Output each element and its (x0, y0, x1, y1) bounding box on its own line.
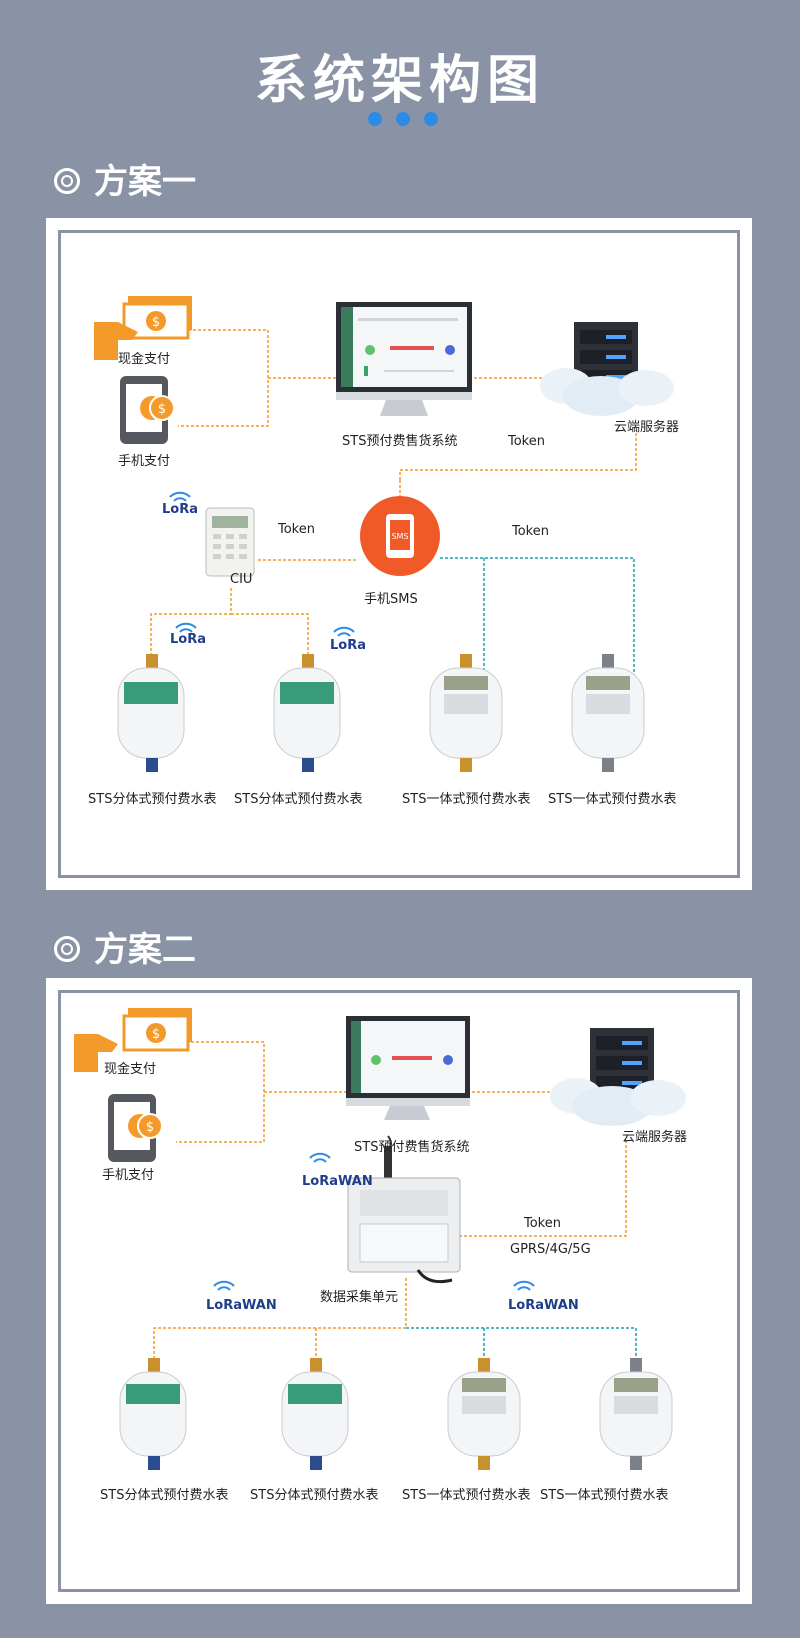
panel-frame (58, 990, 740, 1592)
split-meter-2-icon (273, 654, 341, 772)
sms-label: 手机SMS (364, 592, 418, 607)
lora-logo-b: LoRa (170, 632, 206, 647)
teal-connectors (440, 557, 635, 684)
monitor-icon (336, 302, 472, 416)
mobile-pay-icon: $ (108, 1094, 163, 1162)
cash-pay-label: 现金支付 (118, 352, 171, 367)
data-collector-icon (347, 1135, 461, 1284)
section-scheme-2: 方案二 (54, 922, 196, 971)
sms-icon: SMS (360, 496, 440, 576)
meter-label-2: STS分体式预付费水表 (234, 792, 363, 807)
svg-text:$: $ (158, 402, 166, 417)
meter-label-2: STS分体式预付费水表 (250, 1488, 379, 1503)
ciu-label: CIU (230, 572, 253, 587)
network-label: GPRS/4G/5G (510, 1242, 591, 1257)
cloud-label: 云端服务器 (614, 420, 680, 435)
orange-connectors (153, 1041, 627, 1366)
system-label: STS预付费售货系统 (354, 1140, 470, 1155)
teal-connectors (406, 1327, 637, 1366)
cash-pay-label: 现金支付 (104, 1062, 157, 1077)
integrated-meter-1-icon (447, 1358, 521, 1470)
wifi-icon-right (513, 1280, 535, 1291)
meter-label-4: STS一体式预付费水表 (540, 1488, 669, 1503)
bullet-icon (54, 935, 80, 962)
orange-connectors (150, 329, 637, 660)
svg-text:$: $ (146, 1120, 154, 1135)
monitor-icon (346, 1016, 470, 1120)
section-heading: 方案一 (94, 162, 196, 202)
dcu-label: 数据采集单元 (320, 1290, 399, 1305)
lora-logo-a: LoRa (162, 502, 198, 517)
section-scheme-1: 方案一 (54, 154, 196, 203)
wifi-icon-left (213, 1280, 235, 1291)
diagram-panel-2: $ $ (46, 978, 752, 1604)
bullet-icon (54, 167, 80, 194)
meter-label-3: STS一体式预付费水表 (402, 792, 531, 807)
page-title: 系统架构图 (254, 51, 545, 111)
cash-pay-icon: $ (94, 296, 192, 360)
indicator-dot-2 (396, 112, 410, 126)
token-label-left: Token (278, 522, 315, 537)
diagram-1-graphics: $ $ (94, 296, 674, 772)
meter-label-3: STS一体式预付费水表 (402, 1488, 531, 1503)
split-meter-2-icon (281, 1358, 349, 1470)
ciu-device-icon (205, 507, 255, 577)
integrated-meter-2-icon (571, 654, 645, 772)
meter-label-4: STS一体式预付费水表 (548, 792, 677, 807)
wifi-icon-c (333, 626, 355, 637)
lorawan-logo-right: LoRaWAN (508, 1298, 579, 1313)
wifi-icon-a (169, 491, 191, 502)
integrated-meter-2-icon (599, 1358, 673, 1470)
section-heading: 方案二 (94, 930, 196, 970)
system-label: STS预付费售货系统 (342, 434, 458, 449)
wifi-icon-top (309, 1152, 331, 1163)
svg-text:$: $ (152, 315, 160, 330)
mobile-pay-label: 手机支付 (118, 454, 171, 469)
mobile-pay-icon: $ (120, 376, 175, 444)
svg-text:SMS: SMS (391, 532, 408, 541)
meter-label-1: STS分体式预付费水表 (100, 1488, 229, 1503)
meter-label-1: STS分体式预付费水表 (88, 792, 217, 807)
svg-text:$: $ (152, 1027, 160, 1042)
wifi-icon-b (175, 622, 197, 633)
token-label-right: Token (512, 524, 549, 539)
cloud-server-icon (550, 1028, 686, 1126)
indicator-dot-1 (368, 112, 382, 126)
cash-pay-icon: $ (74, 1008, 192, 1072)
cloud-label: 云端服务器 (622, 1130, 688, 1145)
mobile-pay-label: 手机支付 (102, 1168, 155, 1183)
diagram-panel-1: $ $ (46, 218, 752, 890)
split-meter-1-icon (119, 1358, 187, 1470)
token-label-top: Token (508, 434, 545, 449)
cloud-server-icon (540, 322, 674, 416)
integrated-meter-1-icon (429, 654, 503, 772)
panel-frame (58, 230, 740, 878)
lora-logo-c: LoRa (330, 638, 366, 653)
split-meter-1-icon (117, 654, 185, 772)
lorawan-logo-top: LoRaWAN (302, 1174, 373, 1189)
token-label: Token (524, 1216, 561, 1231)
diagram-2-graphics: $ $ (74, 1008, 686, 1470)
lorawan-logo-left: LoRaWAN (206, 1298, 277, 1313)
indicator-dot-3 (424, 112, 438, 126)
